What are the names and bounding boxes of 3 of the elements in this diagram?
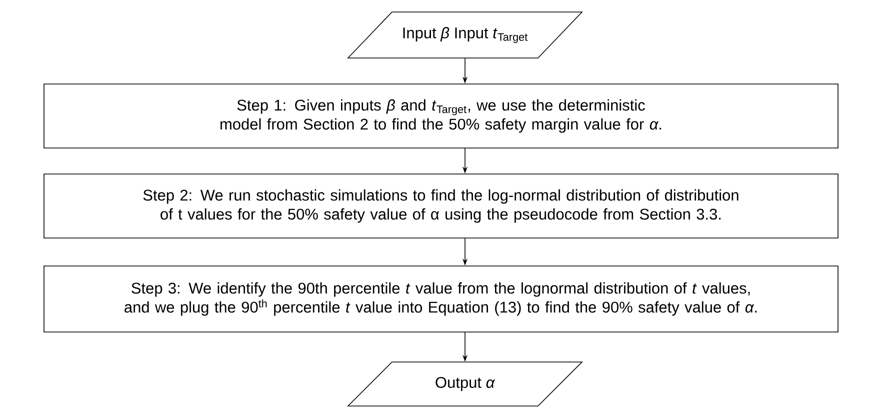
process-box: Step 1: Given inputs β and t$_{Target}$, we use the deterministic model from Section 2 to find the 50% safety margin value for α.	[44, 84, 838, 148]
process-box: Step 3: We identify the 90th percentile t value from the lognormal distribution of t values, and we plug the 90$^{th}$ percentile t value into Equation (13) to find the 90% safety value of α.	[44, 266, 838, 332]
process-box: Step 2: We run stochastic simulations to find the log-normal distribution of distribution of t values for the 50% safety value of α using the pseudocode from Section 3.3.	[44, 174, 838, 238]
